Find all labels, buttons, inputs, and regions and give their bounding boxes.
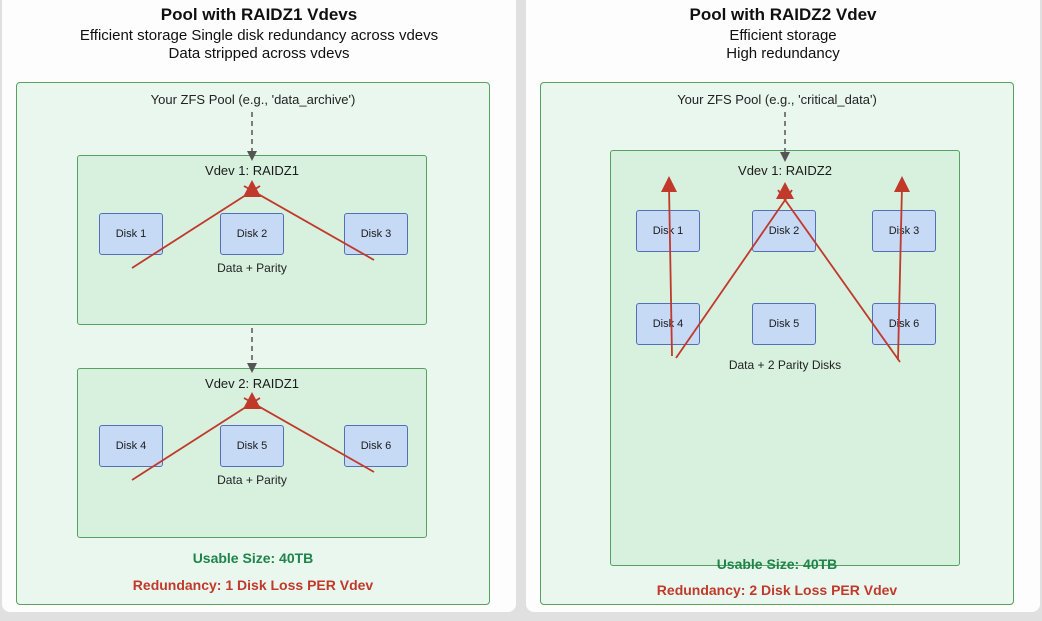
vdev2-label: Vdev 2: RAIDZ1 [205, 376, 299, 391]
disk-5: Disk 5 [752, 303, 816, 345]
disk-1: Disk 1 [99, 213, 163, 255]
vdev1-label: Vdev 1: RAIDZ2 [738, 163, 832, 178]
usable-size-label: Usable Size: 40TB [192, 550, 314, 566]
disk-6: Disk 6 [344, 425, 408, 467]
redundancy-label: Redundancy: 1 Disk Loss PER Vdev [132, 577, 374, 593]
pool-label: Your ZFS Pool (e.g., 'data_archive') [150, 92, 356, 107]
left-panel-subtitle-1: Efficient storage Single disk redundancy… [79, 27, 439, 44]
redundancy-label: Redundancy: 2 Disk Loss PER Vdev [656, 582, 898, 598]
disk-4: Disk 4 [99, 425, 163, 467]
disk-4: Disk 4 [636, 303, 700, 345]
right-panel-title: Pool with RAIDZ2 Vdev [689, 5, 877, 24]
right-panel-subtitle-1: Efficient storage [729, 27, 837, 44]
raidz2-panel: Pool with RAIDZ2 Vdev Efficient storage … [526, 0, 1040, 612]
vdev-note: Data + 2 Parity Disks [728, 358, 842, 372]
disk-6: Disk 6 [872, 303, 936, 345]
right-panel-subtitle-2: High redundancy [726, 45, 840, 62]
left-panel-subtitle-2: Data stripped across vdevs [168, 45, 350, 62]
disk-2: Disk 2 [220, 213, 284, 255]
vdev1-note: Data + Parity [217, 261, 287, 275]
disk-5: Disk 5 [220, 425, 284, 467]
disk-3: Disk 3 [872, 210, 936, 252]
raidz1-panel: Pool with RAIDZ1 Vdevs Efficient storage… [2, 0, 516, 612]
pool-label: Your ZFS Pool (e.g., 'critical_data') [677, 92, 877, 107]
vdev1-label: Vdev 1: RAIDZ1 [205, 163, 299, 178]
left-panel-title: Pool with RAIDZ1 Vdevs [160, 5, 358, 24]
disk-2: Disk 2 [752, 210, 816, 252]
disk-1: Disk 1 [636, 210, 700, 252]
usable-size-label: Usable Size: 40TB [716, 556, 838, 572]
vdev2-note: Data + Parity [217, 473, 287, 487]
disk-3: Disk 3 [344, 213, 408, 255]
